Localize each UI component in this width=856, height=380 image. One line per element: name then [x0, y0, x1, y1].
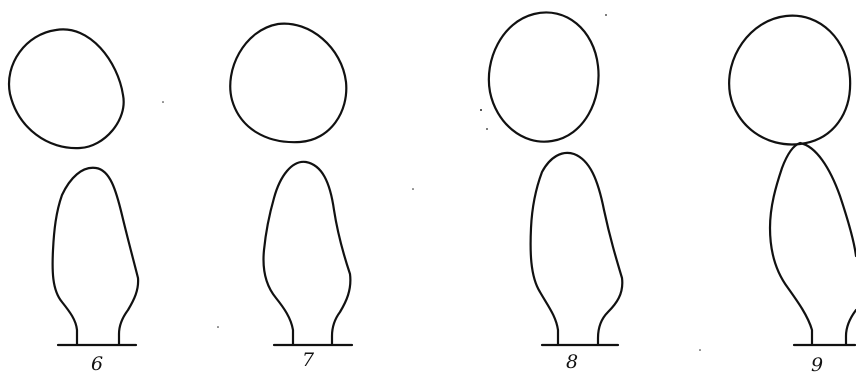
panel-8: 8 — [489, 12, 622, 373]
stalked-body-outline-right — [846, 310, 856, 344]
print-speck — [699, 349, 701, 351]
sphere-outline — [230, 24, 346, 143]
stalked-body-outline — [53, 168, 139, 344]
panel-label: 7 — [302, 349, 315, 371]
print-speck — [412, 188, 414, 190]
panel-label: 9 — [811, 354, 823, 376]
panel-7: 7 — [230, 24, 352, 371]
panel-label: 6 — [91, 353, 103, 375]
sphere-outline — [9, 29, 124, 148]
panel-9: 9 — [729, 16, 856, 376]
print-speck — [162, 101, 164, 103]
panel-6: 6 — [9, 29, 138, 375]
print-speck — [217, 326, 219, 328]
stalked-body-outline — [531, 153, 623, 344]
stalked-body-outline — [264, 162, 351, 344]
panel-label: 8 — [566, 351, 578, 373]
stalked-body-outline — [770, 143, 856, 344]
print-speck — [480, 109, 482, 111]
print-speck — [486, 128, 488, 130]
sphere-outline — [729, 16, 850, 145]
sphere-outline — [489, 12, 599, 141]
print-speck — [605, 14, 607, 16]
